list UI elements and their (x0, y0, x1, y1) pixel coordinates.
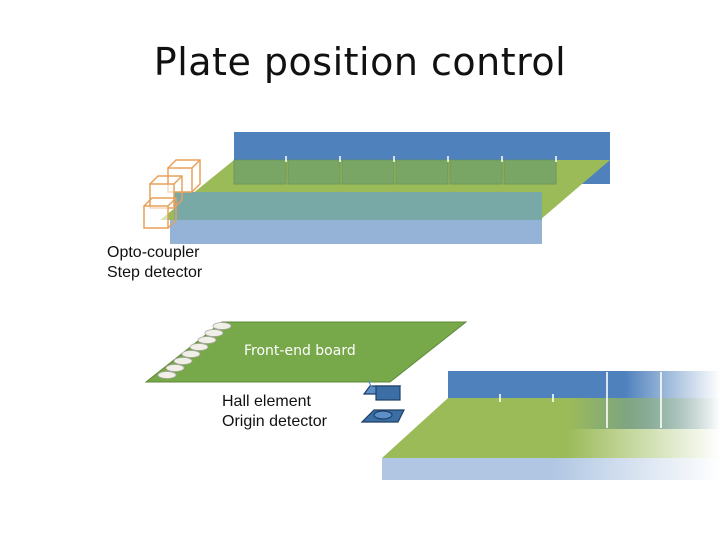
opto-coupler-icon (143, 159, 201, 229)
opto-coupler-line-2: Step detector (107, 264, 203, 281)
upper-teeth (233, 159, 557, 185)
hall-element-line-1: Hall element (222, 393, 311, 410)
opto-coupler-label: Opto-coupler Step detector (107, 243, 202, 283)
opto-coupler-line-1: Opto-coupler (107, 244, 200, 261)
slide-title: Plate position control (153, 40, 567, 84)
hall-element-icon (360, 379, 405, 423)
upper-plate (160, 132, 610, 244)
upper-light-blue-strip (170, 220, 542, 244)
board-connector-pins (157, 322, 232, 379)
upper-tick-marks (285, 156, 557, 162)
lower-light-blue-strip (382, 458, 720, 480)
lower-dividers (499, 372, 662, 428)
hall-element-line-2: Origin detector (222, 413, 327, 430)
hall-element-label: Hall element Origin detector (222, 392, 327, 432)
front-end-board-label: Front-end board (244, 343, 356, 359)
front-end-board (144, 321, 468, 383)
upper-teal-band (174, 192, 542, 220)
lower-plate (382, 371, 720, 480)
lower-green-plate (382, 398, 720, 458)
